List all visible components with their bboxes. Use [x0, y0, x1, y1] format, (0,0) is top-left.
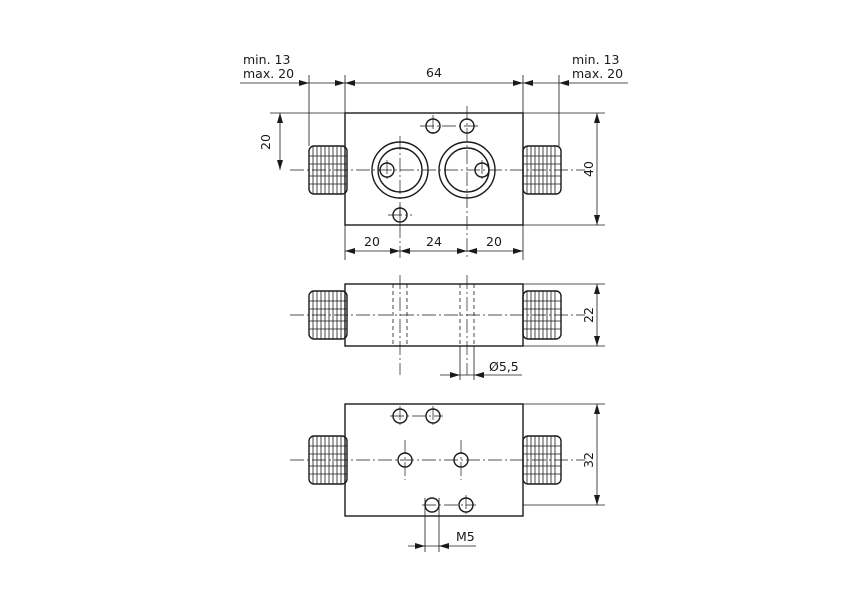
left-min-label: min. 13: [243, 52, 290, 67]
dim-overall-width: 64: [426, 65, 442, 80]
side-view: 22 Ø5,5: [290, 275, 605, 380]
dim-body-height: 40: [581, 161, 596, 177]
bottom-view: 32 M5: [290, 403, 605, 552]
top-view: 64 min. 13 max. 20 min. 13 max. 20 20 40: [240, 52, 628, 260]
right-max-label: max. 20: [572, 66, 623, 81]
dim-thread: M5: [456, 529, 475, 544]
dim-side-height: 22: [581, 307, 596, 323]
right-min-label: min. 13: [572, 52, 619, 67]
left-max-label: max. 20: [243, 66, 294, 81]
dim-top-height: 20: [258, 134, 273, 150]
dim-spacing-mid: 24: [426, 234, 442, 249]
dim-spacing-left: 20: [364, 234, 380, 249]
dim-spacing-right: 20: [486, 234, 502, 249]
dim-bottom-height: 32: [581, 452, 596, 468]
dim-hole-diameter: Ø5,5: [489, 359, 519, 374]
